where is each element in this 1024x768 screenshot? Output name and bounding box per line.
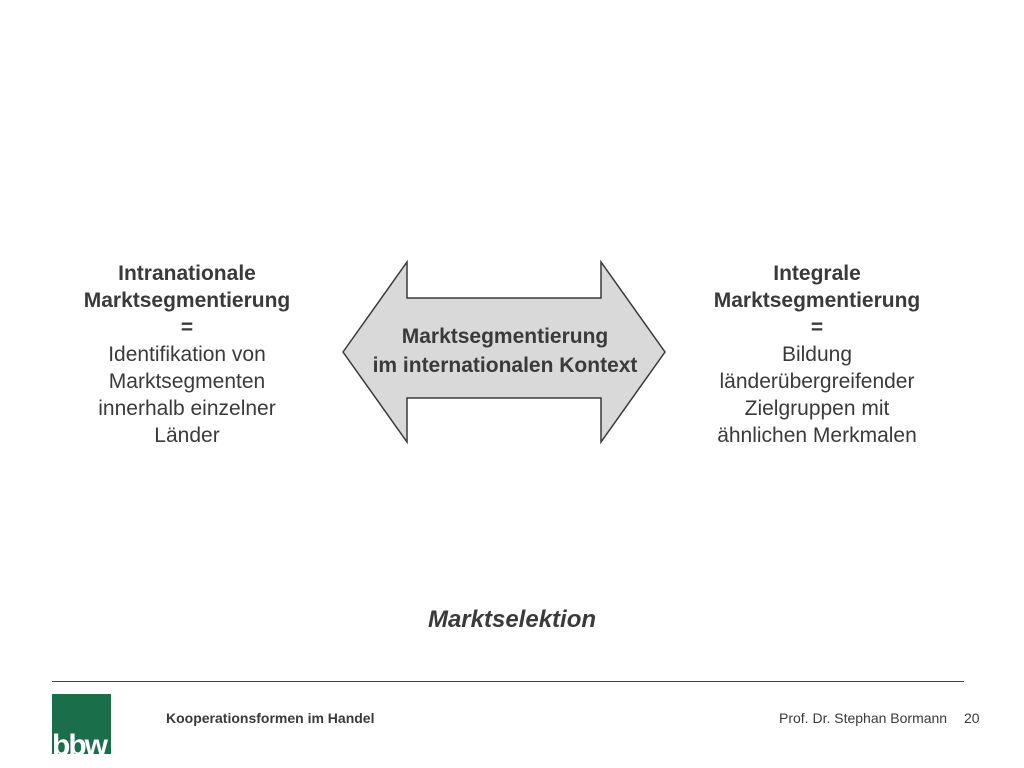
footer-author: Prof. Dr. Stephan Bormann — [779, 710, 948, 726]
arrow-label-line-2: im internationalen Kontext — [372, 354, 638, 377]
right-title-line-1: Integrale — [773, 262, 861, 285]
arrow-label: Marktsegmentierung im internationalen Ko… — [340, 322, 670, 380]
market-selection-title: Marktselektion — [427, 606, 597, 633]
bbw-logo: bbw — [52, 694, 111, 754]
left-desc-line-4: Länder — [154, 424, 220, 447]
page-number: 20 — [964, 710, 980, 726]
footer-course-title: Kooperationsformen im Handel — [166, 710, 375, 726]
integral-segmentation-block: Integrale Marktsegmentierung = Bildung l… — [692, 260, 942, 449]
logo-text: bbw — [52, 729, 108, 754]
right-desc-line-3: Zielgruppen mit — [744, 397, 890, 420]
right-equals-sign: = — [810, 316, 824, 339]
left-desc-line-2: Marktsegmenten — [108, 370, 266, 393]
footer-divider — [52, 681, 964, 682]
double-arrow-diagram: Marktsegmentierung im internationalen Ko… — [340, 258, 670, 446]
right-desc-line-1: Bildung — [781, 343, 853, 366]
intranational-segmentation-block: Intranationale Marktsegmentierung = Iden… — [62, 260, 312, 449]
right-desc-line-2: länderübergreifender — [719, 370, 915, 393]
left-title-line-1: Intranationale — [118, 262, 256, 285]
left-title-line-2: Marktsegmentierung — [83, 289, 291, 312]
right-desc-line-4: ähnlichen Merkmalen — [717, 424, 917, 447]
left-desc-line-3: innerhalb einzelner — [98, 397, 276, 420]
double-arrow-icon — [342, 259, 666, 445]
arrow-label-line-1: Marktsegmentierung — [401, 325, 609, 348]
left-equals-sign: = — [180, 316, 194, 339]
right-title-line-2: Marktsegmentierung — [713, 289, 921, 312]
left-desc-line-1: Identifikation von — [108, 343, 266, 366]
